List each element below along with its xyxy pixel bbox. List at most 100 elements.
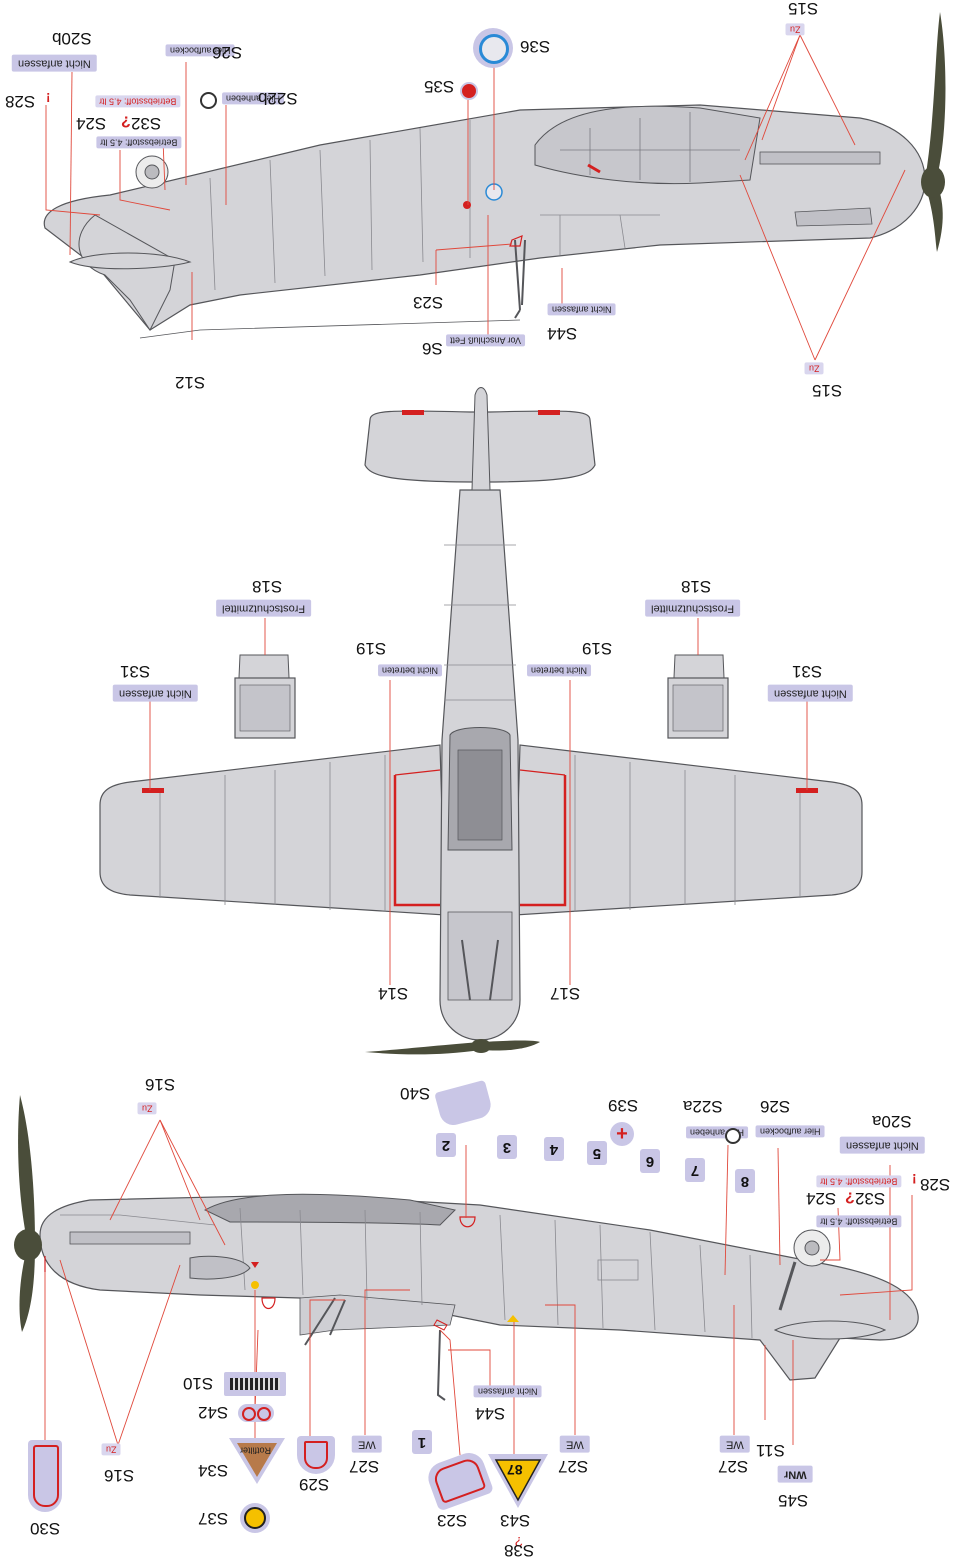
plan-leader-lines [149, 618, 808, 985]
code-s10: S10 [183, 1374, 214, 1393]
decal-s16-zu-lower: Zu [102, 1443, 121, 1456]
code-s34: S34 [198, 1461, 229, 1480]
decal-s28-exclamation: ! [46, 89, 51, 105]
decal-betriebsstoff-4: Betriebsstoff: 4.5 ltr [816, 1215, 902, 1228]
code-s44-lower: S44 [475, 1404, 506, 1423]
decal-s16-zu-upper: Zu [138, 1102, 157, 1115]
code-s20b: S20b [52, 29, 92, 48]
decal-s24-lower-question: ? [845, 1188, 855, 1206]
code-s19-left: S19 [356, 639, 387, 658]
code-s19-right: S19 [582, 639, 613, 658]
code-s11: S11 [756, 1441, 785, 1460]
decal-s44-lower-nicht: Nicht anfassen [474, 1385, 542, 1398]
lower-fuselage [39, 1194, 919, 1381]
upper-leader-lines [45, 34, 906, 361]
station-number-6: 6 [640, 1149, 660, 1173]
code-s18-right: S18 [681, 577, 712, 596]
code-s26-lower: S26 [760, 1097, 791, 1116]
code-s15-upper: S15 [788, 0, 819, 18]
left-radiator [234, 654, 296, 739]
lower-profile-view [14, 1095, 919, 1401]
code-s29: S29 [299, 1475, 330, 1494]
code-s17: S17 [550, 984, 581, 1003]
lower-propeller [18, 1095, 35, 1245]
upper-canopy [534, 105, 761, 185]
right-radiator [667, 654, 729, 739]
decal-betriebsstoff-1: Betriebsstoff: 4.5 ltr [95, 95, 181, 108]
left-wing [99, 744, 446, 916]
code-s35: S35 [424, 77, 455, 96]
code-s43: S43 [500, 1511, 531, 1530]
station-number-5: 5 [587, 1141, 607, 1165]
decal-s15-zu-upper: Zu [786, 23, 805, 36]
decal-s27-we-c: WE [720, 1436, 750, 1453]
decal-s31-left-nicht-anfassen: Nicht anfassen [113, 685, 198, 702]
decal-s20a-nicht-anfassen: Nicht anfassen [840, 1137, 925, 1154]
decal-s39-red-cross: + [610, 1122, 634, 1146]
station-number-8: 8 [735, 1169, 755, 1193]
code-s18-left: S18 [252, 577, 283, 596]
decal-s20b-nicht-anfassen: Nicht anfassen [12, 55, 97, 72]
code-s23-upper: S23 [413, 293, 444, 312]
plan-propeller [365, 1042, 480, 1055]
code-s15-lower: S15 [812, 381, 843, 400]
decal-s30-panel [28, 1440, 62, 1512]
decal-s43-text: 87 [507, 1462, 523, 1478]
code-s26-upper: S26 [212, 43, 243, 62]
code-s27-a: S27 [349, 1457, 380, 1476]
station-number-1: 1 [412, 1430, 432, 1454]
code-s31-right: S31 [792, 662, 823, 681]
code-s6: S6 [422, 339, 443, 358]
decal-s26-lower-hier-aufbocken: Hier aufbocken [756, 1125, 825, 1138]
right-wing [514, 744, 863, 916]
decal-s10-stencil [224, 1372, 286, 1396]
decal-s24-question: ? [121, 112, 131, 130]
code-s32-lower: S32 [855, 1189, 886, 1208]
code-s16-upper: S16 [145, 1075, 176, 1094]
code-s12: S12 [175, 373, 206, 392]
decal-betriebsstoff-3: Betriebsstoff: 4.5 ltr [816, 1175, 902, 1188]
decal-s45-wnr: WNr [778, 1466, 813, 1483]
code-s37: S37 [198, 1509, 229, 1528]
decal-s28-lower-exclamation: ! [912, 1171, 917, 1188]
code-s44-upper: S44 [547, 324, 578, 343]
code-s14: S14 [378, 984, 409, 1003]
decal-s42-twin-circles [238, 1404, 274, 1422]
upper-profile-view [43, 12, 946, 339]
decal-s35-red-dot [460, 82, 478, 100]
decal-s31-right-nicht-anfassen: Nicht anfassen [768, 685, 853, 702]
station-number-4: 4 [544, 1137, 564, 1161]
code-s27-c: S27 [718, 1457, 749, 1476]
code-s16-lower: S16 [104, 1466, 135, 1485]
code-s38: S38 [504, 1541, 535, 1560]
code-s42: S42 [198, 1403, 229, 1422]
decal-s18-right-frostschutz: Frostschutzmittel [645, 600, 741, 617]
decal-s36-ring [479, 34, 509, 64]
lower-canopy [203, 1193, 456, 1226]
station-number-2: 2 [436, 1133, 456, 1157]
code-s24-lower: S24 [806, 1189, 837, 1208]
plan-view [99, 387, 863, 1055]
decal-s19-right-nicht-betreten: Nicht betreten [527, 664, 592, 677]
decal-s43-fuel-87 [488, 1454, 548, 1508]
decal-s44-nicht: Nicht anfassen [548, 303, 616, 316]
station-number-3: 3 [497, 1135, 517, 1159]
lower-leader-lines [44, 1119, 913, 1456]
code-s20a: S20a [872, 1112, 912, 1131]
code-s39: S39 [608, 1096, 639, 1115]
code-s22b: S22b [258, 89, 298, 108]
decal-s15-zu-lower: Zu [805, 362, 824, 375]
decal-s27-we-b: WE [560, 1436, 590, 1453]
code-s27-b: S27 [558, 1457, 589, 1476]
code-s36: S36 [520, 37, 551, 56]
upper-propeller [925, 12, 946, 185]
decal-s22a-circle [725, 1128, 741, 1144]
decal-s19-left-nicht-betreten: Nicht betreten [378, 664, 443, 677]
decal-s27-we-a: WE [352, 1436, 382, 1453]
code-s24: S24 [76, 114, 107, 133]
decal-s6-vor-anschluss: Vor Anschluß Fett [446, 334, 526, 347]
code-s22a: S22a [683, 1097, 723, 1116]
code-s30: S30 [30, 1519, 61, 1538]
